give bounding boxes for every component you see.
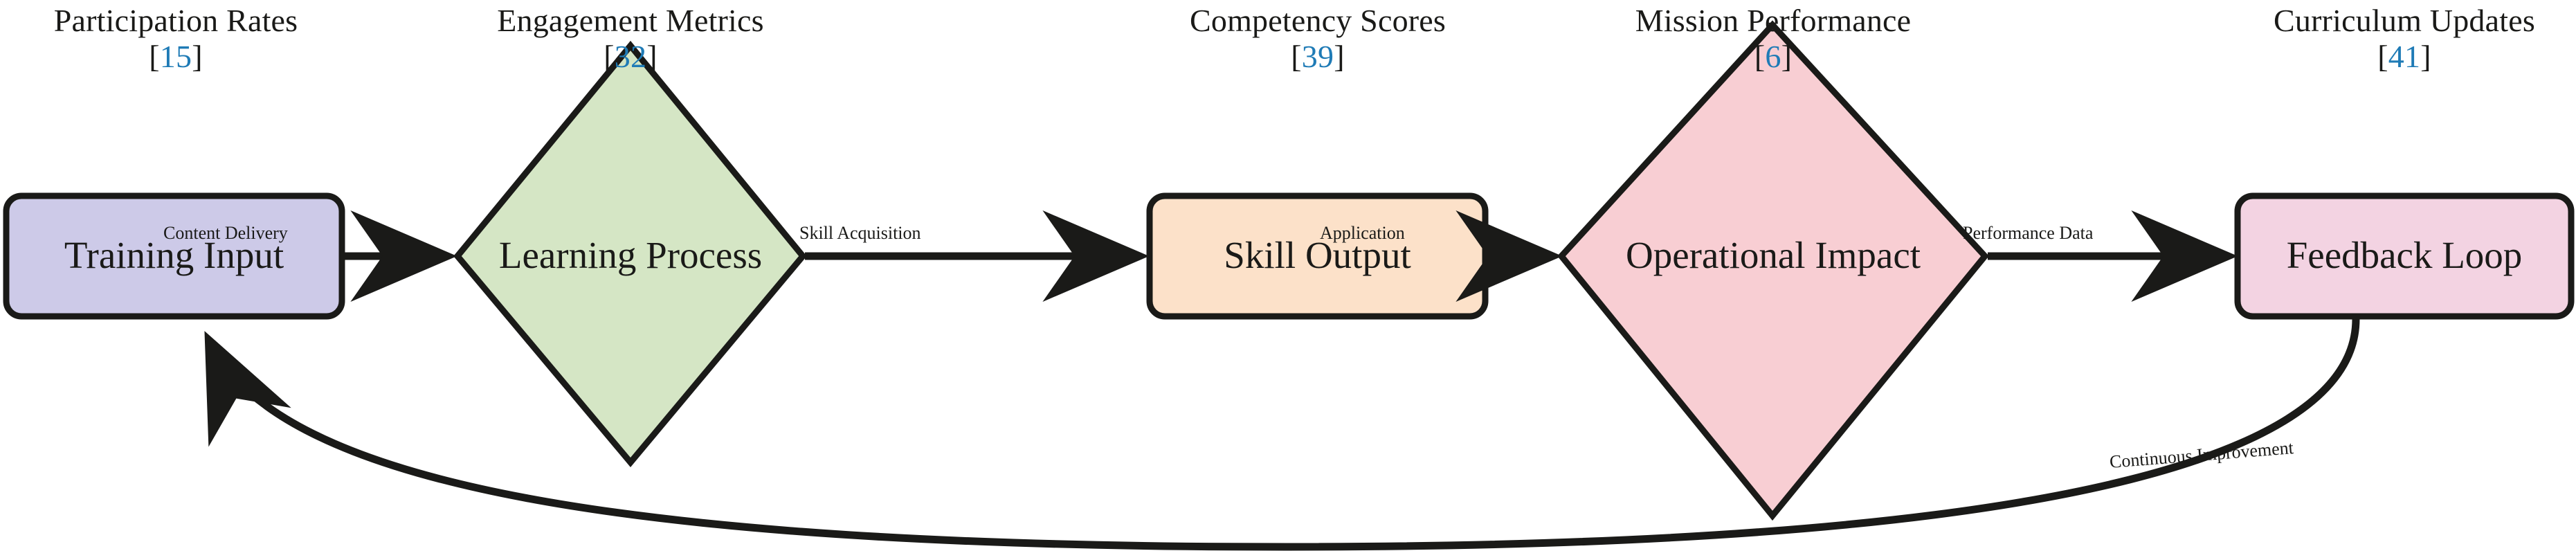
node-skill-output-label[interactable]: Skill Output (1224, 234, 1411, 276)
edge-continuous-improvement-curve (204, 318, 2360, 551)
header-title: Engagement Metrics (497, 3, 764, 38)
header-citation-wrap: [41] (2229, 39, 2576, 75)
bracket-close: ] (2420, 39, 2431, 74)
header-curriculum-updates: Curriculum Updates [41] (2229, 3, 2576, 75)
bracket-close: ] (646, 39, 657, 74)
node-operational-impact-label[interactable]: Operational Impact (1625, 234, 1921, 276)
edge-content-delivery-label: Content Delivery (163, 223, 288, 243)
edge-application-label: Application (1320, 223, 1405, 243)
header-citation-wrap: [6] (1594, 39, 1952, 75)
node-training-input-label[interactable]: Training Input (64, 234, 284, 276)
header-engagement-metrics: Engagement Metrics [32] (455, 3, 806, 75)
citation-number[interactable]: 41 (2388, 39, 2421, 74)
bracket-open: [ (1754, 39, 1766, 74)
bracket-close: ] (192, 39, 203, 74)
header-title: Mission Performance (1635, 3, 1912, 38)
citation-number[interactable]: 6 (1765, 39, 1781, 74)
edge-skill-acquisition-label: Skill Acquisition (799, 223, 921, 243)
bracket-close: ] (1334, 39, 1345, 74)
bracket-close: ] (1781, 39, 1793, 74)
node-learning-process-label[interactable]: Learning Process (498, 234, 763, 276)
header-citation-wrap: [15] (0, 39, 352, 75)
bracket-open: [ (149, 39, 160, 74)
header-title: Participation Rates (53, 3, 298, 38)
header-participation-rates: Participation Rates [15] (0, 3, 352, 75)
header-citation-wrap: [39] (1142, 39, 1494, 75)
citation-number[interactable]: 32 (614, 39, 647, 74)
header-competency-scores: Competency Scores [39] (1142, 3, 1494, 75)
edge-performance-data-label: Performance Data (1963, 223, 2094, 243)
node-operational-impact-shape[interactable] (1557, 20, 1989, 521)
citation-number[interactable]: 15 (159, 39, 192, 74)
header-mission-performance: Mission Performance [6] (1594, 3, 1952, 75)
bracket-open: [ (604, 39, 615, 74)
header-citation-wrap: [32] (455, 39, 806, 75)
bracket-open: [ (2377, 39, 2388, 74)
node-feedback-loop-label[interactable]: Feedback Loop (2286, 234, 2523, 276)
header-title: Curriculum Updates (2274, 3, 2535, 38)
node-learning-process-shape[interactable] (453, 40, 807, 468)
bracket-open: [ (1291, 39, 1302, 74)
citation-number[interactable]: 39 (1301, 39, 1334, 74)
node-training-input-shape[interactable] (3, 192, 345, 320)
header-title: Competency Scores (1189, 3, 1446, 38)
